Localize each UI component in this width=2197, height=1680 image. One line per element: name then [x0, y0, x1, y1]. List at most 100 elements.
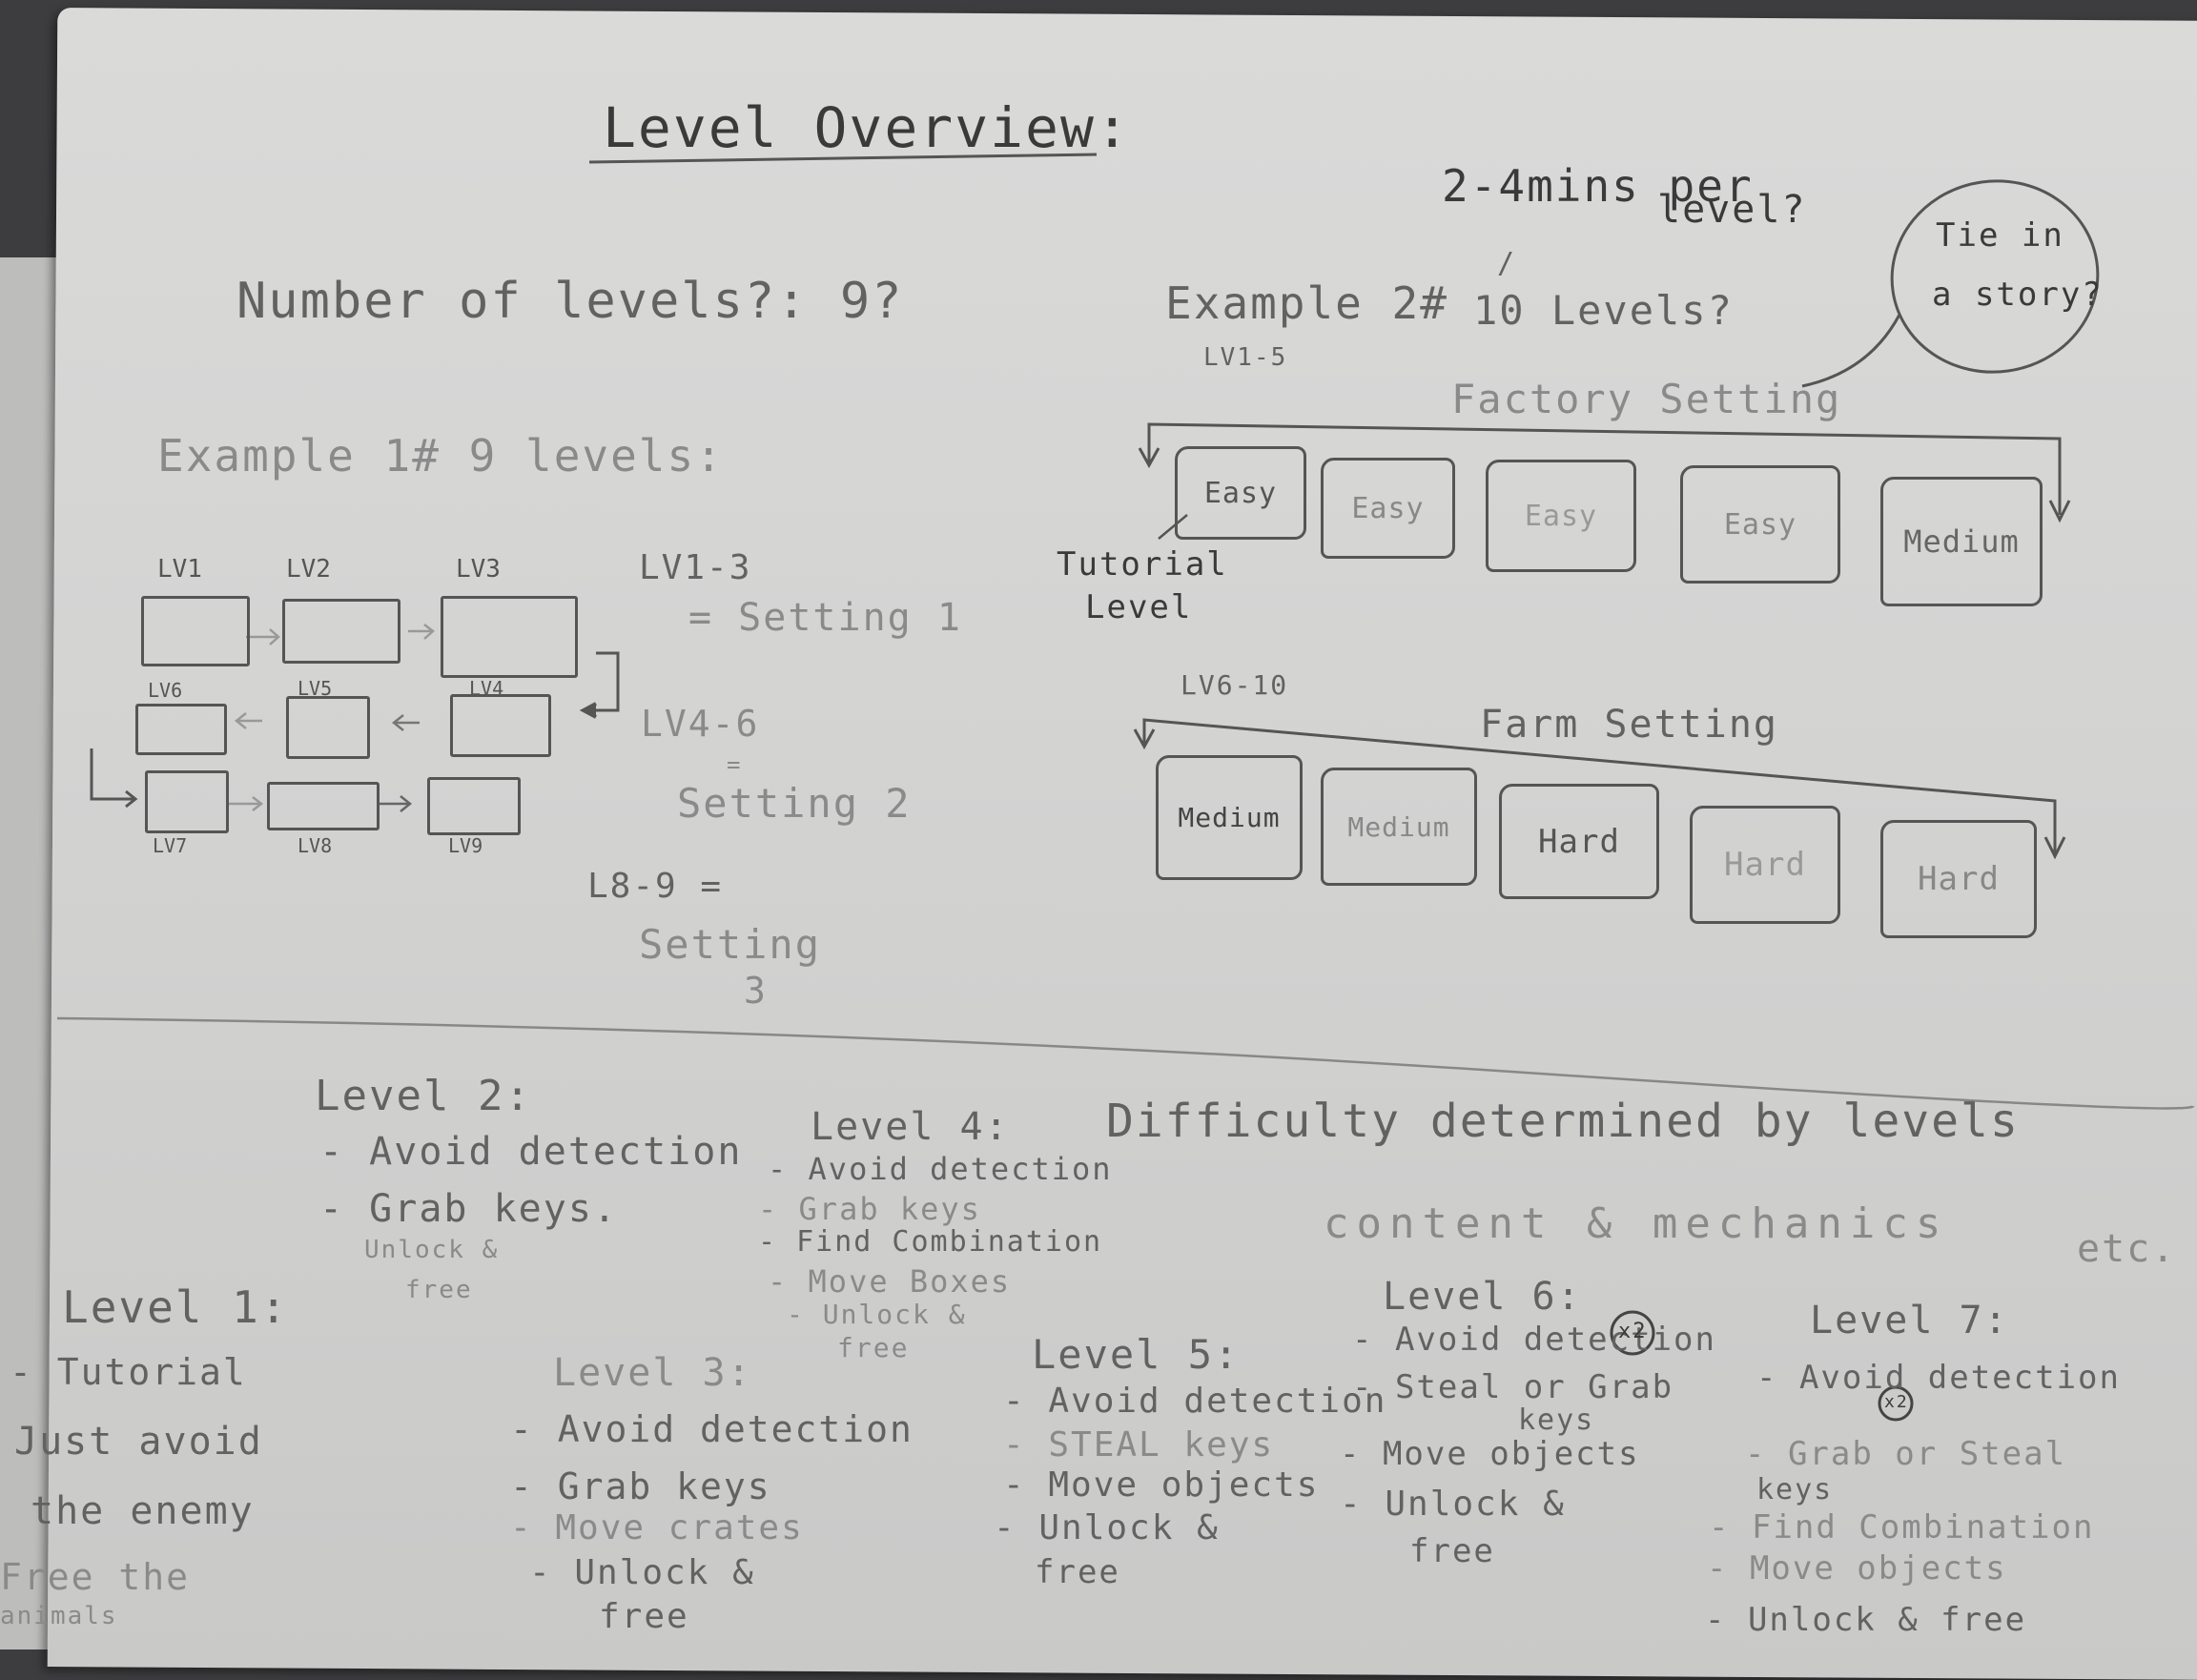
lv8-box	[267, 782, 380, 830]
level7-item: - Grab or Steal	[1745, 1435, 2067, 1473]
lv10-hard-box: Hard	[1880, 820, 2037, 938]
group2-setting: Setting 2	[677, 780, 912, 827]
group1-range: LV1-3	[639, 548, 752, 587]
lv9-hard-box: Hard	[1690, 806, 1840, 924]
level4-item: free	[837, 1332, 910, 1363]
tutorial-note-line2: Level	[1085, 588, 1193, 626]
lv8-label: LV8	[298, 834, 333, 857]
level2-item: Unlock &	[364, 1236, 500, 1264]
lv4-box	[450, 694, 551, 757]
factory-setting-label: Factory Setting	[1451, 376, 1842, 422]
wrap-arrow-left	[90, 748, 133, 801]
lv6-medium-box: Medium	[1156, 755, 1303, 880]
level3-item: free	[599, 1597, 689, 1636]
group3-range: L8-9 =	[587, 867, 724, 906]
level7-title: Level 7:	[1810, 1299, 2009, 1342]
level1-item: the enemy	[31, 1489, 255, 1533]
level4-item: - Move Boxes	[768, 1263, 1012, 1300]
story-bubble-line2: a story?	[1932, 276, 2104, 314]
example2-tick: /	[1497, 247, 1517, 280]
level4-item: - Unlock &	[787, 1299, 967, 1330]
group3-number: 3	[744, 970, 768, 1012]
level1-item: Free the	[0, 1556, 191, 1598]
factory-bracket-arrow	[1147, 422, 2062, 515]
level2-item: free	[405, 1276, 473, 1304]
level6-item: - Avoid detection	[1352, 1321, 1716, 1359]
number-of-levels: Number of levels?: 9?	[236, 273, 904, 330]
lv1-box	[141, 596, 250, 666]
section-divider	[56, 1016, 2195, 1110]
level3-item: - Avoid detection	[510, 1408, 914, 1450]
level5-item: - Avoid detection	[1003, 1382, 1387, 1421]
example2-levels-question: 10 Levels?	[1473, 287, 1734, 334]
tutorial-note-line1: Tutorial	[1057, 545, 1228, 584]
level1-item: animals	[0, 1602, 118, 1630]
level4-item: - Grab keys	[758, 1191, 981, 1227]
lv1-label: LV1	[157, 555, 202, 584]
tutorial-pointer	[1158, 514, 1188, 540]
lv5-medium-box: Medium	[1880, 477, 2043, 606]
bubble-pointer	[1801, 314, 1901, 388]
time-per-level-line1: 2-4mins per	[1442, 160, 1754, 212]
lv4-easy-box: Easy	[1680, 465, 1840, 584]
level3-item: - Grab keys	[510, 1465, 771, 1507]
level7-item: keys	[1756, 1473, 1834, 1506]
level7-item: - Find Combination	[1709, 1508, 2095, 1547]
farm-bracket-arrow	[1142, 718, 2057, 853]
level5-item: - STEAL keys	[1003, 1425, 1275, 1465]
story-bubble-outline	[1890, 179, 2100, 374]
lv1-easy-box: Easy	[1175, 446, 1306, 540]
example2-range1: LV1-5	[1203, 343, 1288, 372]
level6-badge-circle	[1610, 1310, 1655, 1356]
wrap-arrow-right	[586, 651, 620, 712]
lv2-label: LV2	[286, 555, 331, 584]
level6-item: - Move objects	[1340, 1435, 1640, 1473]
level3-title: Level 3:	[553, 1351, 752, 1395]
level1-item: - Tutorial	[10, 1351, 247, 1393]
difficulty-note-line2: content & mechanics	[1324, 1199, 1949, 1248]
lv2-box	[282, 599, 400, 664]
level5-item: - Move objects	[1003, 1465, 1320, 1505]
difficulty-note-line3: etc.	[2077, 1227, 2177, 1271]
lv7-medium-box: Medium	[1321, 768, 1477, 886]
group2-equals: =	[727, 751, 743, 778]
difficulty-note-line1: Difficulty determined by levels	[1106, 1095, 2020, 1148]
level7-badge-circle	[1878, 1385, 1914, 1422]
level6-item: - Unlock &	[1340, 1485, 1566, 1524]
example1-heading: Example 1# 9 levels:	[157, 430, 724, 481]
level7-item: - Move objects	[1707, 1549, 2007, 1588]
level6-item: - Steal or Grab	[1352, 1368, 1674, 1406]
level6-item: free	[1409, 1532, 1495, 1570]
level4-item: - Find Combination	[758, 1225, 1103, 1259]
lv5-box	[286, 696, 370, 759]
group2-range: LV4-6	[641, 703, 760, 745]
level5-item: - Unlock &	[994, 1508, 1220, 1547]
lv3-easy-box: Easy	[1486, 460, 1636, 572]
lv2-easy-box: Easy	[1321, 458, 1455, 559]
level1-item: Just avoid	[14, 1420, 263, 1464]
time-per-level-line2: level?	[1657, 188, 1807, 232]
level7-badge: x2	[1884, 1392, 1909, 1412]
lv7-box	[145, 770, 229, 833]
lv9-box	[427, 777, 521, 835]
lv6-label: LV6	[148, 679, 183, 702]
level4-item: - Avoid detection	[768, 1151, 1113, 1187]
group3-setting: Setting	[639, 921, 822, 968]
level7-item: - Unlock & free	[1705, 1601, 2027, 1639]
lv3-box	[441, 596, 578, 678]
level6-item: keys	[1518, 1403, 1595, 1437]
level5-item: free	[1035, 1553, 1120, 1591]
lv9-label: LV9	[448, 834, 483, 857]
page-title: Level Overview:	[603, 95, 1131, 160]
level6-title: Level 6:	[1383, 1275, 1582, 1319]
story-bubble-line1: Tie in	[1936, 216, 2064, 255]
level4-title: Level 4:	[811, 1105, 1010, 1149]
level2-item: - Avoid detection	[319, 1130, 743, 1174]
group1-setting: = Setting 1	[688, 596, 962, 640]
level3-item: - Move crates	[510, 1508, 804, 1547]
farm-setting-label: Farm Setting	[1480, 703, 1778, 747]
level2-item: - Grab keys.	[319, 1187, 618, 1231]
title-underline	[588, 153, 1098, 164]
example2-heading: Example 2#	[1165, 277, 1448, 329]
